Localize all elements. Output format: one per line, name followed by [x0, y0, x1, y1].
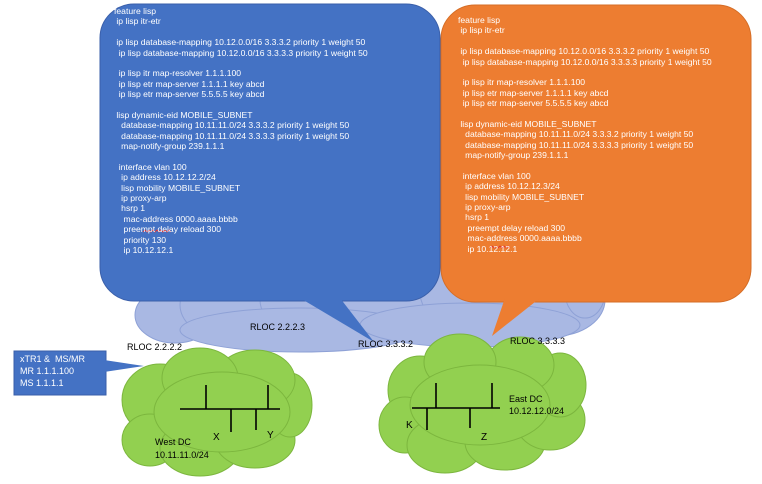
config-blue-line: lisp dynamic-eid MOBILE_SUBNET	[114, 109, 253, 120]
config-orange-line: ip lisp database-mapping 10.12.0.0/16 3.…	[458, 56, 712, 67]
config-text-orange: feature lisp ip lisp itr-etr ip lisp dat…	[458, 15, 712, 254]
east-dc-subnet: 10.12.12.0/24	[509, 406, 565, 416]
config-orange-line: ip lisp itr map-resolver 1.1.1.100	[458, 77, 586, 88]
config-orange-line: database-mapping 10.11.11.0/24 3.3.3.2 p…	[458, 129, 694, 140]
config-orange-line: ip lisp database-mapping 10.12.0.0/16 3.…	[458, 46, 710, 57]
west-dc-cloud	[121, 347, 313, 477]
west-dc-subnet: 10.11.11.0/24	[155, 450, 209, 460]
east-lan-links	[412, 383, 500, 430]
config-blue-line	[114, 151, 368, 161]
config-blue-line: lisp mobility MOBILE_SUBNET	[114, 182, 241, 193]
config-blue-line: mac-address 0000.aaaa.bbbb	[114, 213, 238, 224]
config-orange-line: map-notify-group 239.1.1.1	[458, 150, 569, 161]
config-bubble-orange	[440, 4, 752, 336]
config-orange-line: hsrp 1	[458, 212, 490, 223]
map-server-callout	[13, 350, 144, 396]
config-blue-line: ip proxy-arp	[114, 193, 167, 204]
callout-line-1: xTR1 & MS/MR	[20, 354, 86, 364]
config-orange-line: ip proxy-arp	[458, 202, 511, 213]
config-orange-line: ip lisp itr-etr	[458, 25, 505, 36]
config-blue-line	[114, 27, 368, 37]
config-blue-line: database-mapping 10.11.11.0/24 3.3.3.3 p…	[114, 130, 350, 141]
rloc-label-2-2-2-2: RLOC 2.2.2.2	[127, 342, 183, 352]
config-orange-line	[458, 67, 712, 77]
config-blue-line: ip lisp itr-etr	[114, 16, 161, 27]
east-dc-cloud	[378, 333, 587, 474]
config-orange-line: lisp dynamic-eid MOBILE_SUBNET	[458, 118, 597, 129]
config-blue-line: ip lisp etr map-server 1.1.1.1 key abcd	[114, 78, 265, 89]
west-dc-name: West DC	[155, 437, 191, 447]
config-blue-line: preempt delay reload 300	[114, 224, 222, 235]
config-blue-line: database-mapping 10.11.11.0/24 3.3.3.2 p…	[114, 120, 350, 131]
config-blue-line: ip 10.12.12.1	[114, 244, 174, 255]
config-blue-line: interface vlan 100	[114, 161, 187, 172]
config-orange-line: database-mapping 10.11.11.0/24 3.3.3.3 p…	[458, 139, 694, 150]
config-orange-line: ip address 10.12.12.3/24	[458, 181, 560, 192]
config-blue-line: feature lisp	[114, 6, 157, 16]
config-bubble-blue	[99, 3, 441, 342]
spellcheck-underline	[142, 229, 172, 233]
config-orange-line	[458, 36, 712, 46]
callout-text: xTR1 & MS/MR MR 1.1.1.100 MS 1.1.1.1	[14, 351, 106, 395]
config-orange-line: interface vlan 100	[458, 170, 531, 181]
config-orange-line	[458, 160, 712, 170]
config-blue-line: priority 130	[114, 234, 167, 245]
config-blue-line: ip address 10.12.12.2/24	[114, 172, 216, 183]
east-dc-name: East DC	[509, 394, 543, 404]
spellcheck-underline-2	[489, 245, 511, 249]
config-blue-line: ip lisp itr map-resolver 1.1.1.100	[114, 68, 242, 79]
config-text-blue: feature lisp ip lisp itr-etr ip lisp dat…	[114, 6, 368, 255]
config-orange-line: ip lisp etr map-server 5.5.5.5 key abcd	[458, 98, 609, 109]
config-orange-line	[458, 109, 712, 119]
config-orange-line: preempt delay reload 300	[458, 222, 566, 233]
config-blue-line: ip lisp database-mapping 10.12.0.0/16 3.…	[114, 37, 366, 48]
west-lan-links	[180, 385, 280, 432]
config-orange-line: mac-address 0000.aaaa.bbbb	[458, 233, 582, 244]
config-orange-line: feature lisp	[458, 15, 501, 25]
rloc-label-3-3-3-2: RLOC 3.3.3.2	[358, 339, 414, 349]
config-blue-line: ip lisp etr map-server 5.5.5.5 key abcd	[114, 89, 265, 100]
config-orange-line: ip lisp etr map-server 1.1.1.1 key abcd	[458, 87, 609, 98]
host-label-x: X	[213, 432, 220, 443]
rloc-label-3-3-3-3: RLOC 3.3.3.3	[510, 336, 566, 346]
config-blue-line: map-notify-group 239.1.1.1	[114, 141, 225, 152]
host-label-k: K	[406, 420, 413, 431]
host-label-y: Y	[267, 430, 274, 441]
rloc-label-2-2-2-3: RLOC 2.2.2.3	[250, 322, 306, 332]
config-blue-line: ip lisp database-mapping 10.12.0.0/16 3.…	[114, 47, 368, 58]
callout-line-3: MS 1.1.1.1	[20, 378, 64, 388]
callout-line-2: MR 1.1.1.100	[20, 366, 75, 376]
config-orange-line: ip 10.12.12.1	[458, 243, 518, 254]
config-blue-line: hsrp 1	[114, 203, 146, 214]
config-orange-line: lisp mobility MOBILE_SUBNET	[458, 191, 585, 202]
config-blue-line	[114, 58, 368, 68]
config-blue-line	[114, 100, 368, 110]
host-label-z: Z	[481, 432, 488, 443]
